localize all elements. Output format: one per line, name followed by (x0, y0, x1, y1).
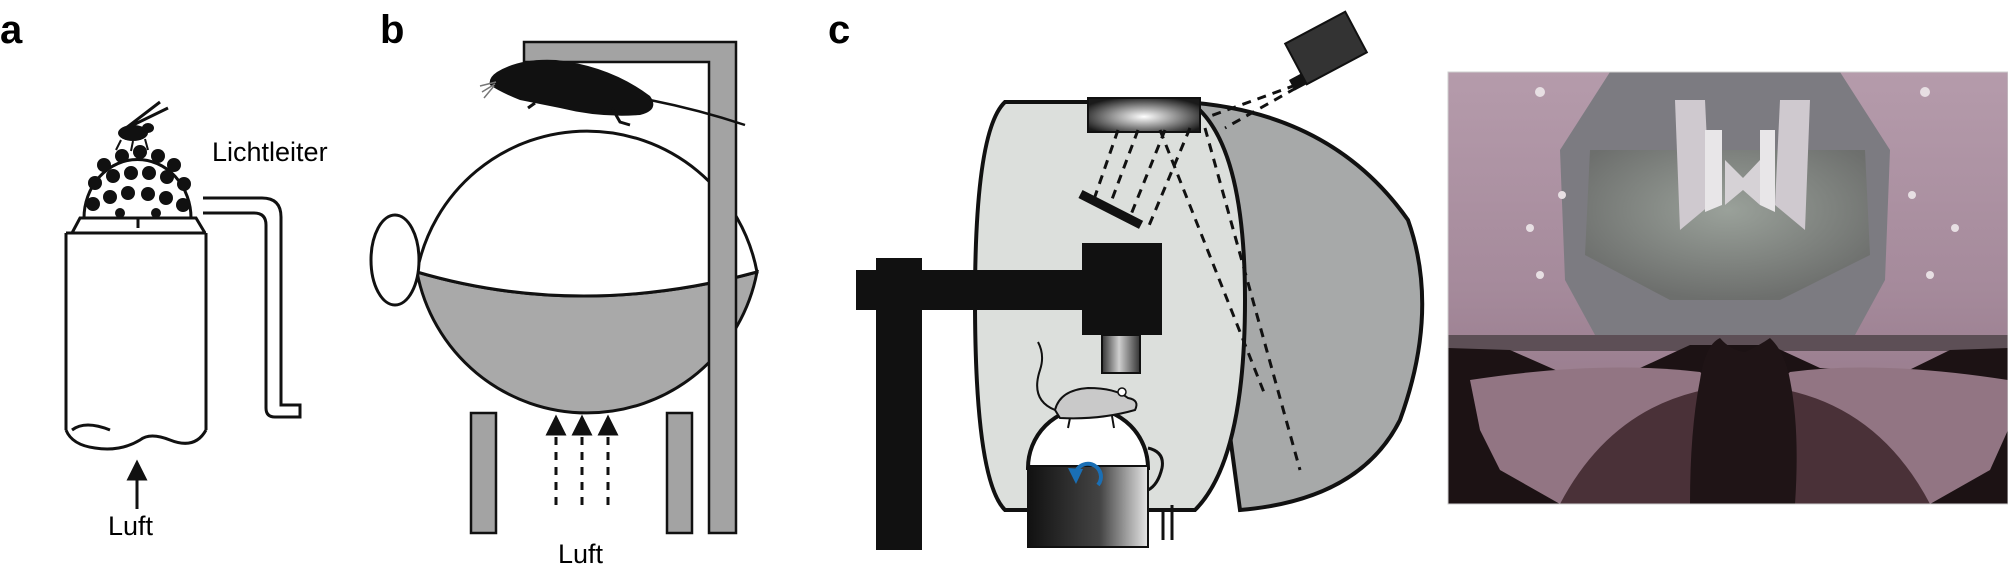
panel-label-c: c (828, 8, 851, 52)
side-lens (369, 213, 421, 307)
rotation-arrow-icon (1068, 461, 1103, 487)
projection-mirror (1078, 190, 1144, 229)
panel-label-b: b (380, 8, 405, 52)
photo-border (1447, 71, 2008, 505)
ball-holes (86, 145, 191, 218)
tube-tear (64, 423, 208, 451)
vr-screen-photo (1448, 72, 2008, 504)
air-tube (64, 231, 208, 430)
microscope-head (1082, 243, 1162, 335)
light-paths (1090, 83, 1302, 471)
air-label-a: Luft (108, 511, 154, 541)
light-guide-label: Lichtleiter (212, 137, 328, 167)
mouse-icon (479, 59, 746, 127)
treadmill-base (1027, 465, 1149, 548)
projector-lamp (1087, 97, 1201, 133)
panel-a-diagram (64, 100, 302, 509)
fly-icon (115, 100, 169, 152)
microscope-arm (856, 270, 1086, 310)
camera-icon (1283, 10, 1369, 91)
stand-leg-right (665, 411, 694, 535)
air-flow-arrows (545, 414, 619, 505)
panel-b-diagram (369, 40, 759, 535)
ball-upper (415, 129, 759, 298)
stand-leg-left (469, 411, 498, 535)
panel-label-a: a (0, 8, 23, 52)
light-guide-tube (203, 196, 302, 419)
air-label-b: Luft (558, 539, 604, 569)
panel-c-diagram (856, 10, 1425, 550)
mouse-small-icon (1036, 341, 1138, 429)
objective-lens (1101, 334, 1141, 374)
treadmill-holder (1147, 446, 1174, 540)
dome-shell (1182, 99, 1425, 513)
